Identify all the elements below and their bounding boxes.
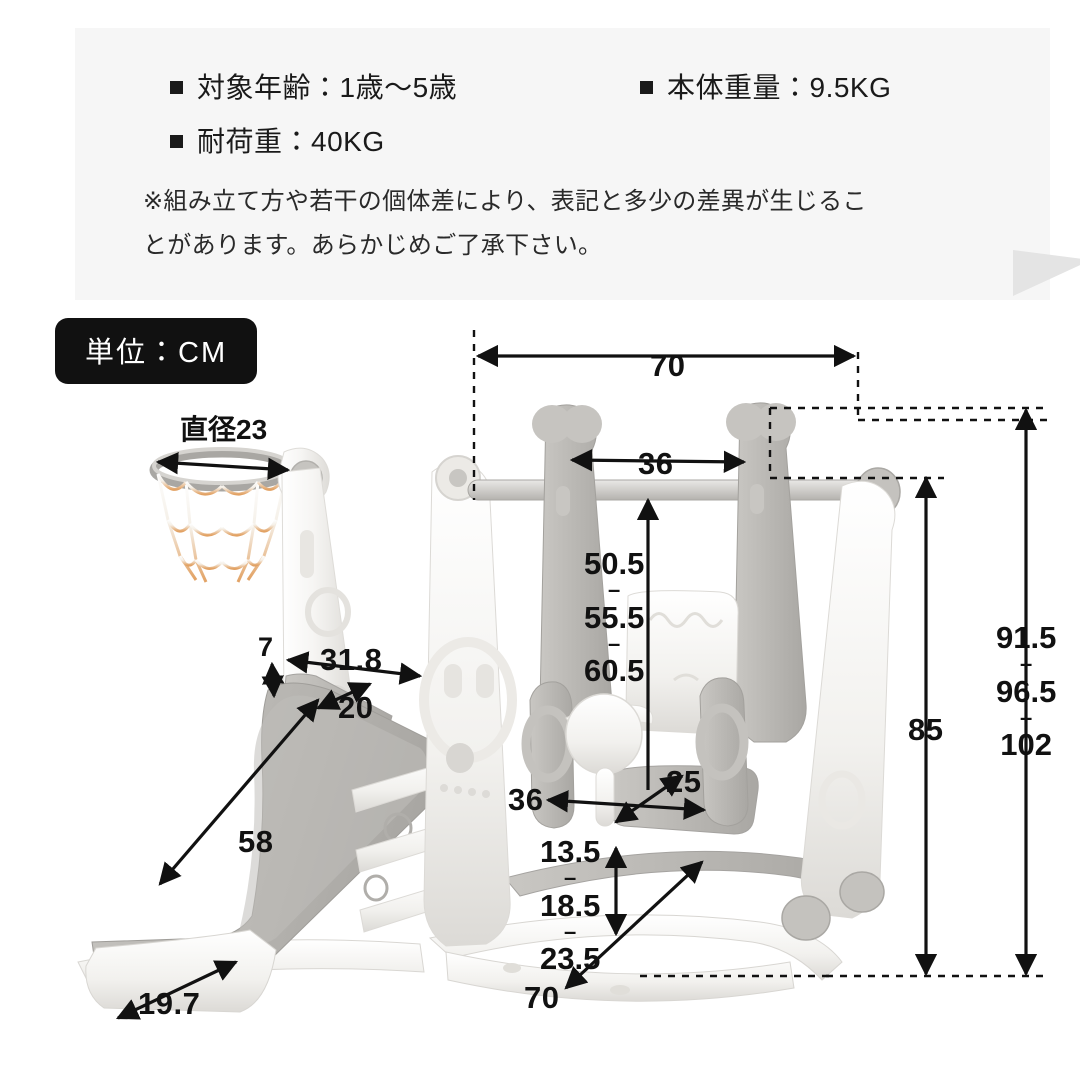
dimension-slide-deck-width: 31.8 — [320, 642, 383, 677]
bullet-square-icon — [640, 81, 653, 94]
stack-separator: – — [1020, 651, 1033, 676]
dimension-base-depth: 70 — [524, 980, 560, 1015]
stack-separator: – — [1020, 704, 1033, 730]
dimension-slide-rail-height: 7 — [258, 632, 274, 662]
swing-top-bar — [467, 467, 901, 517]
stack-separator: – — [608, 630, 621, 656]
dimension-slide-width: 20 — [338, 690, 374, 725]
dimension-slide-length: 58 — [238, 824, 274, 859]
spec-row: 耐荷重：40KG — [170, 120, 1030, 160]
dimension-top-width: 70 — [650, 348, 686, 383]
ground-clearance-option: 23.5 — [540, 941, 601, 977]
total-height-option: 102 — [1000, 727, 1053, 763]
seat-height-option: 50.5 — [584, 546, 645, 581]
stack-separator: – — [608, 577, 621, 602]
spec-panel-tail — [1013, 250, 1080, 296]
front-base-rail — [445, 951, 795, 1002]
bullet-square-icon — [170, 135, 183, 148]
ground-clearance-option: 18.5 — [540, 887, 601, 923]
spec-disclaimer-line: ※組み立て方や若干の個体差により、表記と多少の差異が生じるこ — [143, 188, 867, 215]
spec-panel: 対象年齢：1歳～5歳 本体重量：9.5KG 耐荷重：40KG ※組み立て方や若干… — [75, 28, 1080, 300]
dimension-ground-clearance-stack: 13.5 – 18.5 – 23.5 — [540, 836, 600, 974]
spec-item-age: 対象年齢：1歳～5歳 — [170, 66, 640, 106]
spec-item-label: 対象年齢：1歳～5歳 — [197, 72, 458, 103]
ground-clearance-option: 13.5 — [540, 834, 601, 869]
seat-height-option: 55.5 — [584, 599, 645, 635]
spec-disclaimer: ※組み立て方や若干の個体差により、表記と多少の差異が生じるこ とがあります。あら… — [143, 180, 1003, 269]
spec-disclaimer-line: とがあります。あらかじめご了承下さい。 — [143, 232, 603, 260]
bullet-square-icon — [170, 81, 183, 94]
spec-item-label: 耐荷重：40KG — [197, 126, 385, 157]
spec-item-weight: 本体重量：9.5KG — [640, 66, 891, 106]
spec-row: 対象年齢：1歳～5歳 本体重量：9.5KG — [170, 66, 1030, 106]
swing-hanger-arms — [532, 402, 807, 743]
seat-height-option: 60.5 — [584, 653, 645, 689]
dimension-seat-depth: 25 — [666, 764, 702, 799]
dimension-frame-height: 85 — [908, 712, 944, 747]
spec-item-label: 本体重量：9.5KG — [667, 72, 892, 103]
stack-separator: – — [564, 865, 577, 890]
total-height-option: 96.5 — [996, 673, 1057, 709]
dimension-seat-height-stack: 50.5 – 55.5 – 60.5 — [584, 548, 644, 686]
right-frame-leg — [781, 480, 896, 941]
spec-item-load-capacity: 耐荷重：40KG — [170, 120, 640, 160]
centre-support-post — [419, 455, 517, 947]
unit-badge: 単位：CM — [55, 318, 258, 384]
hoop-diameter-label: 直径23 — [180, 414, 268, 445]
dimension-hanger-span: 36 — [638, 446, 674, 481]
dimension-total-height-stack: 91.5 – 96.5 – 102 — [996, 622, 1056, 760]
spec-list: 対象年齢：1歳～5歳 本体重量：9.5KG 耐荷重：40KG — [170, 66, 1030, 174]
total-height-option: 91.5 — [996, 620, 1057, 655]
dimension-seat-width: 36 — [508, 782, 544, 817]
hoop-net — [156, 473, 288, 584]
stack-separator: – — [564, 918, 577, 944]
dimension-slide-runout: 19.7 — [138, 986, 201, 1021]
